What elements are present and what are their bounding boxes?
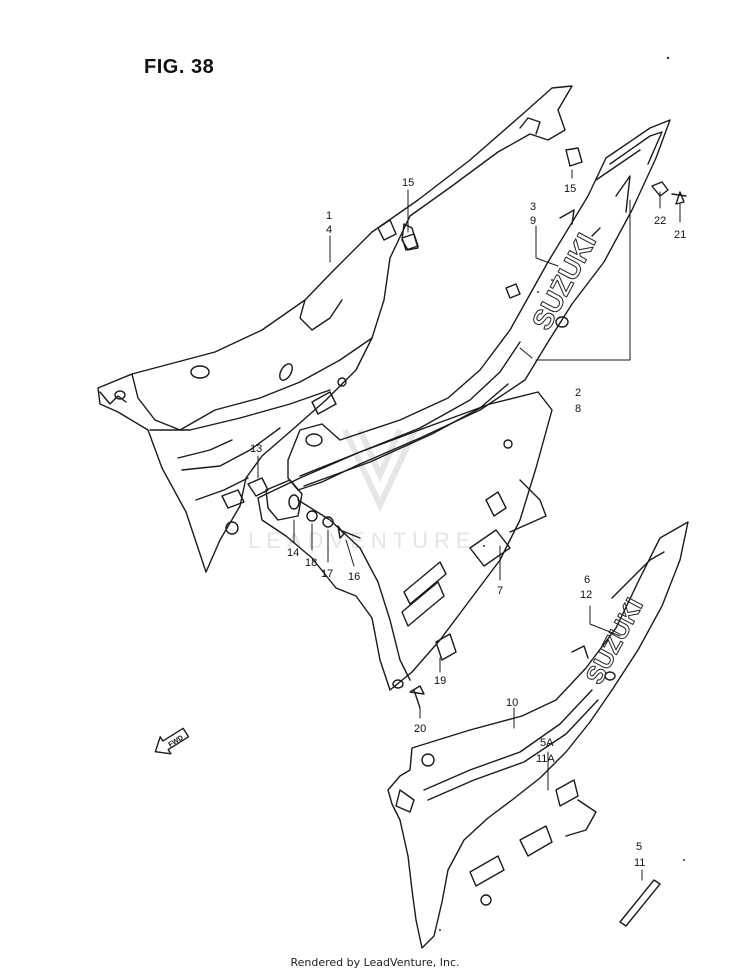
callout-2: 2 — [575, 387, 581, 399]
callout-11A: 11A — [536, 753, 555, 765]
callout-15-right: 15 — [564, 183, 576, 195]
callout-12: 12 — [580, 589, 592, 601]
watermark: LEADVENTURE — [248, 428, 477, 553]
trim-strip — [619, 879, 661, 927]
grommet-left — [401, 233, 419, 251]
callout-5: 5 — [636, 841, 642, 853]
callout-4: 4 — [326, 224, 332, 236]
callout-22: 22 — [654, 215, 666, 227]
callouts: 1 4 15 15 3 9 22 21 2 8 13 14 18 17 16 7… — [250, 177, 686, 869]
callout-16: 16 — [348, 571, 360, 583]
bracket-14 — [265, 479, 303, 521]
watermark-text: LEADVENTURE — [248, 528, 477, 553]
callout-11: 11 — [634, 857, 645, 869]
hardware — [247, 147, 687, 927]
bolt-20 — [409, 685, 425, 709]
pad-19 — [435, 633, 457, 661]
callout-6: 6 — [584, 574, 590, 586]
callout-3: 3 — [530, 201, 536, 213]
leader-lines — [257, 169, 681, 881]
callout-20: 20 — [414, 723, 426, 735]
callout-10: 10 — [506, 697, 518, 709]
grommet-right — [565, 147, 583, 167]
nut-22 — [651, 181, 669, 197]
spacer-18 — [306, 510, 318, 522]
inner-panel — [257, 391, 553, 691]
fwd-arrow: FWD — [154, 727, 190, 755]
callout-1: 1 — [326, 210, 332, 222]
callout-9: 9 — [530, 215, 536, 227]
callout-8: 8 — [575, 403, 581, 415]
callout-21: 21 — [674, 229, 686, 241]
callout-18: 18 — [305, 557, 317, 569]
callout-19: 19 — [434, 675, 446, 687]
figure-title: FIG. 38 — [144, 56, 215, 78]
scan-specks — [439, 56, 685, 931]
bolt-21 — [671, 191, 687, 205]
callout-13: 13 — [250, 443, 262, 455]
callout-14: 14 — [287, 547, 299, 559]
callout-17: 17 — [321, 568, 333, 580]
footer-credit: Rendered by LeadVenture, Inc. — [290, 956, 460, 969]
frame-cover — [97, 85, 573, 573]
callout-7: 7 — [497, 585, 503, 597]
bolt-16 — [337, 525, 361, 539]
clip-13 — [247, 477, 269, 497]
callout-5A: 5A — [540, 737, 554, 749]
callout-15-left: 15 — [402, 177, 414, 189]
washer-17 — [322, 516, 334, 528]
